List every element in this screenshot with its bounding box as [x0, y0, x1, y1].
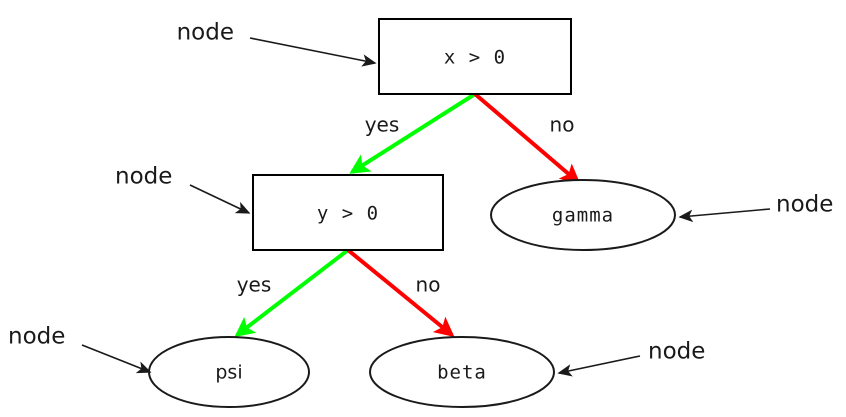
edge-root-no	[473, 92, 581, 185]
callout-arrow-beta	[557, 355, 641, 377]
leaf-node-psi[interactable]: psi	[148, 336, 310, 408]
edge-second-yes	[234, 248, 350, 337]
node-label-second: y > 0	[317, 203, 379, 225]
edge-label-group: yes no yes no	[237, 113, 575, 297]
node-ellipse-gamma[interactable]	[490, 179, 676, 251]
callout-arrow-root	[249, 37, 377, 67]
callout-second: node	[115, 164, 251, 214]
callout-beta: node	[557, 339, 705, 377]
node-ellipse-beta[interactable]	[369, 336, 555, 408]
node-label-beta: beta	[437, 362, 487, 384]
callout-label-beta: node	[648, 339, 705, 365]
callout-arrow-psi	[81, 344, 152, 374]
node-box-second[interactable]	[252, 174, 444, 251]
node-label-gamma: gamma	[552, 205, 614, 227]
node-label-psi: psi	[215, 362, 242, 384]
edge-second-no	[346, 248, 455, 338]
callout-psi: node	[8, 324, 152, 374]
decision-node-second[interactable]: y > 0	[252, 174, 444, 251]
callout-label-gamma: node	[776, 192, 833, 218]
edge-label-root-yes: yes	[365, 113, 400, 137]
callout-root: node	[177, 20, 377, 67]
callout-arrow-gamma	[678, 208, 771, 223]
leaf-node-gamma[interactable]: gamma	[490, 179, 676, 251]
callout-arrow-second	[189, 184, 251, 214]
edge-label-second-no: no	[416, 273, 441, 297]
leaf-node-beta[interactable]: beta	[369, 336, 555, 408]
node-label-root: x > 0	[444, 47, 506, 69]
callout-label-root: node	[177, 20, 234, 46]
callout-gamma: node	[678, 192, 833, 223]
callout-label-second: node	[115, 164, 172, 190]
node-box-root[interactable]	[378, 18, 572, 95]
edge-label-second-yes: yes	[237, 273, 272, 297]
decision-node-root[interactable]: x > 0	[378, 18, 572, 95]
edge-label-root-no: no	[550, 113, 575, 137]
callout-label-psi: node	[8, 324, 65, 350]
edge-root-yes	[349, 92, 477, 174]
edge-group	[234, 92, 581, 338]
